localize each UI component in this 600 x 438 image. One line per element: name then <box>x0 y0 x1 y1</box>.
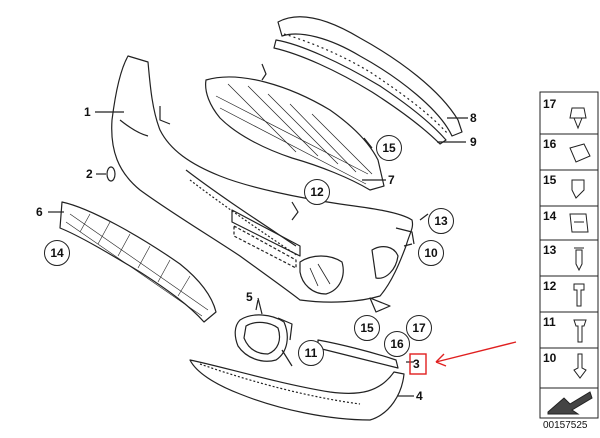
part-5-bezel <box>234 314 288 362</box>
label-9: 9 <box>470 135 477 149</box>
label-3: 3 <box>413 357 420 371</box>
clip-icon <box>569 107 587 130</box>
bolt-icon <box>573 283 585 307</box>
hardware-number-16: 16 <box>543 137 557 151</box>
label-6: 6 <box>36 205 43 219</box>
part-9-strip <box>273 39 447 145</box>
label-7: 7 <box>388 173 395 187</box>
callout-14: 14 <box>44 240 70 266</box>
highlight-callout-3 <box>409 341 517 375</box>
label-8: 8 <box>470 111 477 125</box>
diagram-code: 00157525 <box>543 420 588 431</box>
callout-17: 17 <box>406 315 432 341</box>
plug-icon <box>571 179 585 199</box>
part-7-upper-grille <box>205 76 385 191</box>
hardware-number-10: 10 <box>543 351 557 365</box>
callout-15-upper: 15 <box>376 135 402 161</box>
part-3-trim <box>317 339 399 369</box>
hardware-number-12: 12 <box>543 279 557 293</box>
label-1: 1 <box>84 105 91 119</box>
hardware-number-13: 13 <box>543 243 557 257</box>
hardware-number-17: 17 <box>543 97 557 111</box>
bracket-icon <box>569 213 589 233</box>
callout-15-lower: 15 <box>354 315 380 341</box>
hardware-number-11: 11 <box>543 315 556 329</box>
hardware-table <box>539 91 599 419</box>
callout-12: 12 <box>304 179 330 205</box>
label-2: 2 <box>86 167 93 181</box>
label-5: 5 <box>246 290 253 304</box>
part-1-bumper-cover <box>111 55 414 303</box>
direction-arrow-icon <box>547 391 593 415</box>
callout-11: 11 <box>298 340 324 366</box>
callout-16: 16 <box>384 331 410 357</box>
callout-10: 10 <box>418 240 444 266</box>
nut-icon <box>569 143 591 163</box>
label-4: 4 <box>416 389 423 403</box>
screw-washer-icon <box>573 353 587 379</box>
screw-icon-2 <box>573 319 587 343</box>
hardware-number-15: 15 <box>543 173 557 187</box>
part-6-lower-grille <box>59 201 217 323</box>
callout-13: 13 <box>428 208 454 234</box>
screw-icon <box>574 247 584 272</box>
part-4-spoiler <box>189 359 405 421</box>
hardware-number-14: 14 <box>543 209 557 223</box>
part-2-cap <box>106 166 116 182</box>
part-8-trim-strip <box>277 16 463 137</box>
